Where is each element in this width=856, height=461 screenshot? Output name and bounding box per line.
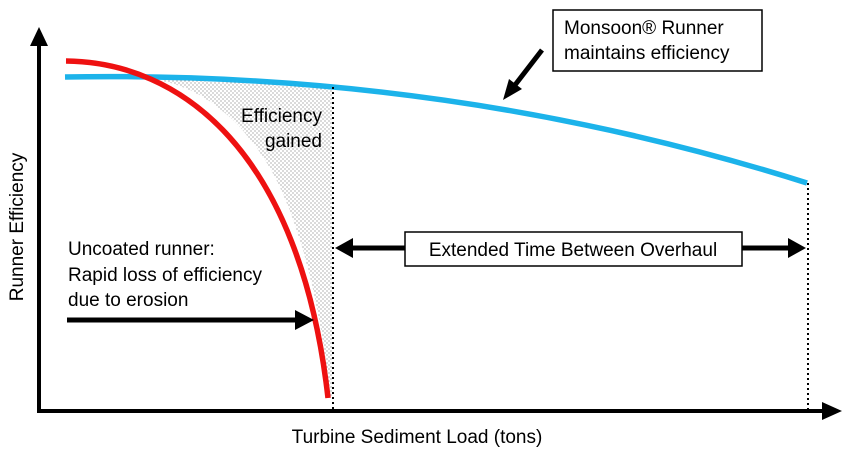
x-axis-label: Turbine Sediment Load (tons) [292,427,543,448]
efficiency-gained-shading [146,78,332,398]
y-axis-arrowhead [30,27,48,46]
y-axis-label: Runner Efficiency [7,152,28,301]
monsoon-annotation-box [552,9,763,72]
overhaul-label-box [404,231,743,267]
monsoon-runner-curve [64,73,808,186]
uncoated-annotation-line1: Uncoated runner: [68,239,215,260]
uncoated-pointer-arrowhead [295,310,314,330]
monsoon-pointer-arrow-shaft [513,48,544,87]
efficiency-gained-line2: gained [265,131,322,152]
uncoated-runner-curve [65,58,331,399]
extended-time-arrowhead-right [788,238,806,258]
monsoon-annotation-line1: Monsoon® Runner [564,18,724,39]
overhaul-label: Extended Time Between Overhaul [429,240,717,261]
monsoon-pointer-arrowhead [503,79,522,100]
efficiency-gained-line1: Efficiency [241,106,322,127]
monsoon-annotation-line2: maintains efficiency [564,43,730,64]
extended-time-arrowhead-left [335,238,353,258]
x-axis-arrowhead [822,402,842,420]
uncoated-annotation-line2: Rapid loss of efficiency [68,265,262,286]
uncoated-annotation-line3: due to erosion [68,290,188,311]
